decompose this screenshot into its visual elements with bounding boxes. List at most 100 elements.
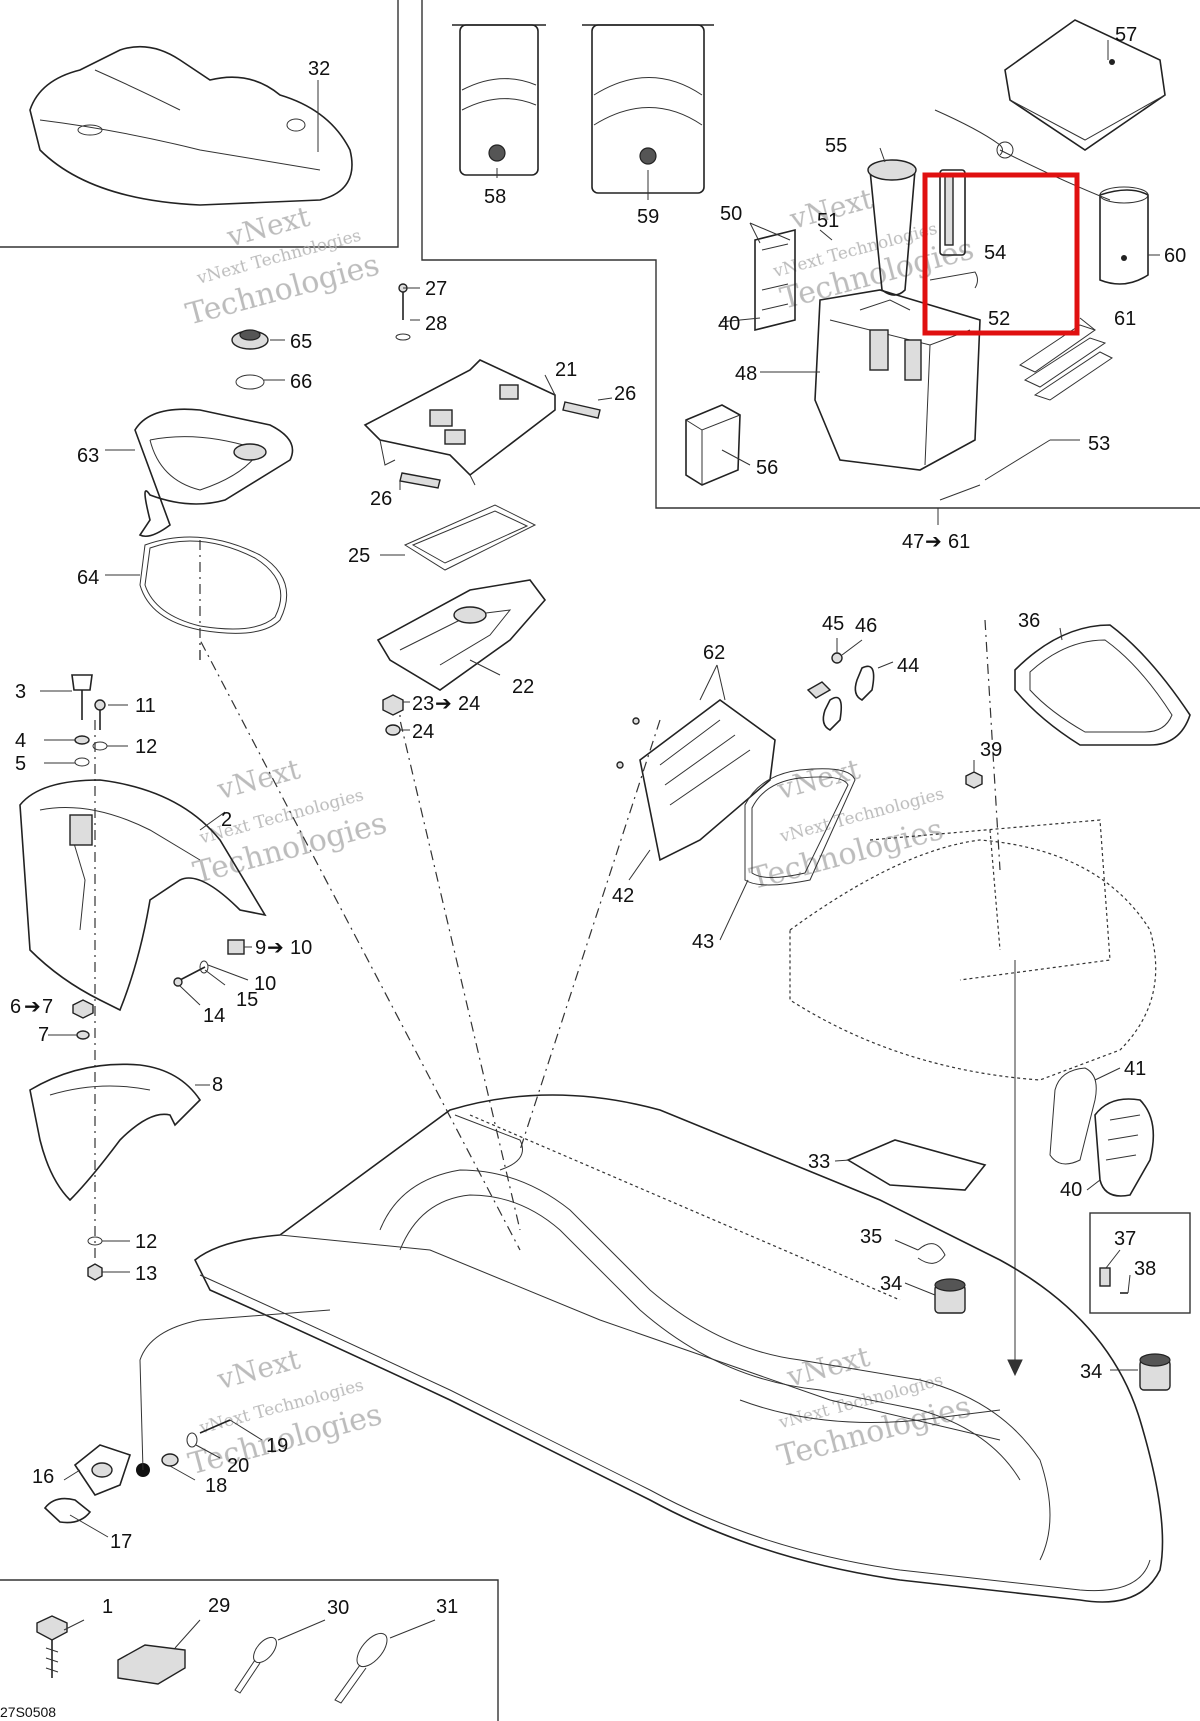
callout-66: 66	[290, 371, 312, 393]
callout-42: 42	[612, 885, 634, 907]
part-1-screw	[36, 1615, 68, 1678]
callout-46: 46	[855, 615, 877, 637]
part-32-cover	[29, 45, 353, 206]
callout-45: 45	[822, 613, 844, 635]
callout-54: 54	[984, 242, 1006, 264]
part-53-strap	[934, 109, 1111, 481]
callout-18: 18	[205, 1475, 227, 1497]
callout-8: 8	[212, 1074, 223, 1096]
part-11-bolt	[94, 699, 106, 730]
part-57-lid	[1004, 19, 1166, 151]
callout-20: 20	[227, 1455, 249, 1477]
part-12-13-hardware	[87, 1236, 103, 1281]
leader-lines	[40, 40, 1160, 1649]
callout-30: 30	[327, 1597, 349, 1619]
callout-3: 3	[15, 681, 26, 703]
callout-47-to-61: 61	[948, 531, 970, 553]
callout-10: 10	[254, 973, 276, 995]
part-4-5-12-washers	[74, 735, 108, 767]
part-59-bag	[582, 24, 714, 194]
part-34-drain-plugs	[934, 1278, 1171, 1391]
callout-55: 55	[825, 135, 847, 157]
part-63-tray	[134, 408, 294, 538]
part-52-wire	[929, 271, 978, 289]
watermark-line1: vNext	[783, 1340, 874, 1394]
callout-58: 58	[484, 186, 506, 208]
part-37-38-detail-box	[1089, 1212, 1191, 1314]
part-28-washer	[395, 333, 411, 341]
part-21-bracket	[363, 359, 556, 486]
part-engine-cover-outline	[789, 819, 1157, 1081]
drawing-code: 27S0508	[0, 1704, 56, 1720]
highlight-box	[922, 172, 1080, 336]
part-60-container	[1099, 186, 1149, 285]
callout-19: 19	[266, 1435, 288, 1457]
watermark-line1: vNext	[773, 752, 864, 806]
part-56-block	[685, 404, 741, 486]
part-36-seal	[1014, 624, 1191, 746]
callout-22: 22	[512, 676, 534, 698]
assembly-lines	[94, 540, 1023, 1377]
part-48-bin	[814, 289, 981, 471]
callout-2: 2	[221, 809, 232, 831]
callout-37: 37	[1114, 1228, 1136, 1250]
callout-6-to-7: 7	[42, 996, 53, 1018]
callout-4: 4	[15, 730, 26, 752]
callout-52: 52	[988, 308, 1010, 330]
part-29-connector	[117, 1644, 186, 1685]
part-44-45-46-clips	[806, 652, 875, 731]
part-8-panel	[29, 1063, 202, 1202]
callout-34b: 34	[1080, 1361, 1102, 1383]
callout-13: 13	[135, 1263, 157, 1285]
part-22-tray	[376, 579, 547, 691]
part-23-24-nuts	[382, 694, 404, 736]
part-64-seal	[139, 536, 288, 634]
callout-14: 14	[203, 1005, 225, 1027]
callout-34a: 34	[880, 1273, 902, 1295]
callout-64: 64	[77, 567, 99, 589]
callout-12b: 12	[135, 1231, 157, 1253]
callout-11: 11	[135, 695, 156, 717]
part-33-plate	[846, 1139, 987, 1191]
hull	[136, 1094, 1164, 1603]
callout-33: 33	[808, 1151, 830, 1173]
callout-53: 53	[1088, 433, 1110, 455]
part-50-plate	[754, 228, 796, 332]
callout-40a: 40	[718, 313, 740, 335]
callout-41: 41	[1124, 1058, 1146, 1080]
callout-32: 32	[308, 58, 330, 80]
part-66-gasket	[235, 374, 265, 390]
callout-26a: 26	[614, 383, 636, 405]
callout-38: 38	[1134, 1258, 1156, 1280]
part-17-cap	[43, 1497, 92, 1524]
callout-6: 6	[10, 996, 21, 1018]
callout-7: 7	[38, 1024, 49, 1046]
callout-57: 57	[1115, 24, 1137, 46]
callout-62: 62	[703, 642, 725, 664]
callout-29: 29	[208, 1595, 230, 1617]
callout-48: 48	[735, 363, 757, 385]
callout-61: 61	[1114, 308, 1136, 330]
callout-28: 28	[425, 313, 447, 335]
callout-26b: 26	[370, 488, 392, 510]
watermark-line1: vNext	[213, 1342, 304, 1396]
part-42-grille	[616, 699, 776, 862]
callout-21: 21	[555, 359, 577, 381]
callout-50: 50	[720, 203, 742, 225]
callout-16: 16	[32, 1466, 54, 1488]
callout-43: 43	[692, 931, 714, 953]
callout-31: 31	[436, 1596, 458, 1618]
callout-35: 35	[860, 1226, 882, 1248]
arrow-6-to-7: ➔	[24, 996, 41, 1018]
part-61-straps	[1018, 324, 1113, 401]
part-35-clip	[917, 1243, 946, 1264]
callout-12a: 12	[135, 736, 157, 758]
part-26-strips	[399, 401, 601, 489]
part-41-gasket	[1049, 1067, 1097, 1165]
callout-44: 44	[897, 655, 919, 677]
callout-9: 9	[255, 937, 266, 959]
part-14-15-bolt	[173, 960, 209, 987]
part-39-nut	[965, 771, 983, 789]
